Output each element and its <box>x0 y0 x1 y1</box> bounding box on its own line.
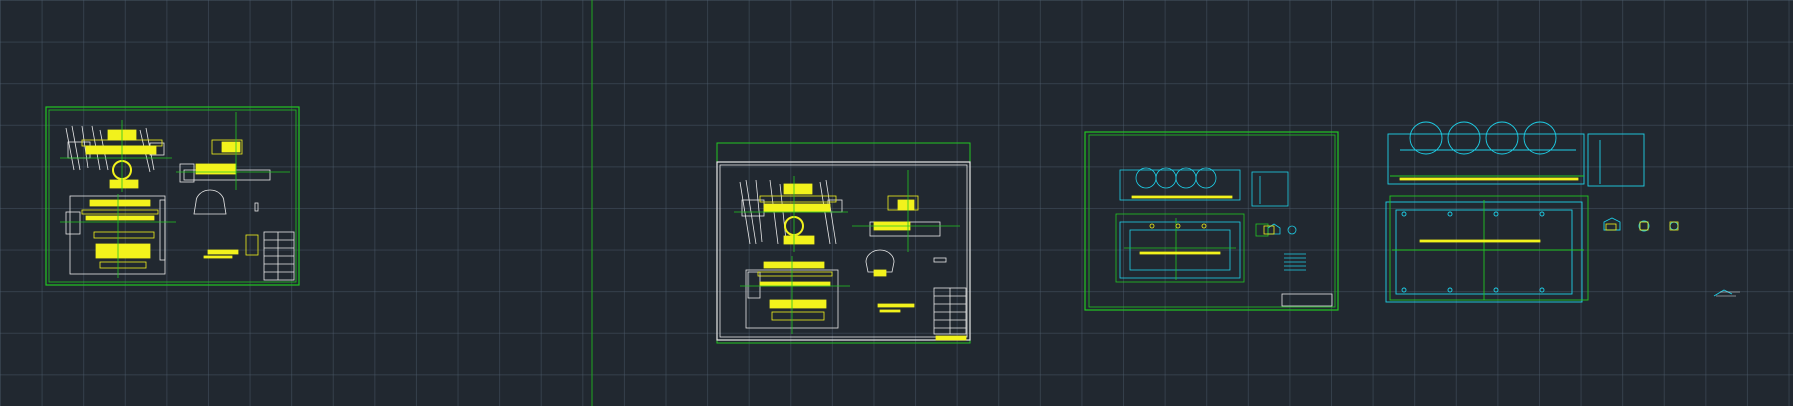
drawing-sheet-3[interactable] <box>1084 131 1339 311</box>
drawing-sheet-1[interactable] <box>45 106 300 286</box>
drawing-sheet-4[interactable] <box>1385 121 1740 303</box>
drawing-sheet-2[interactable] <box>716 142 971 344</box>
